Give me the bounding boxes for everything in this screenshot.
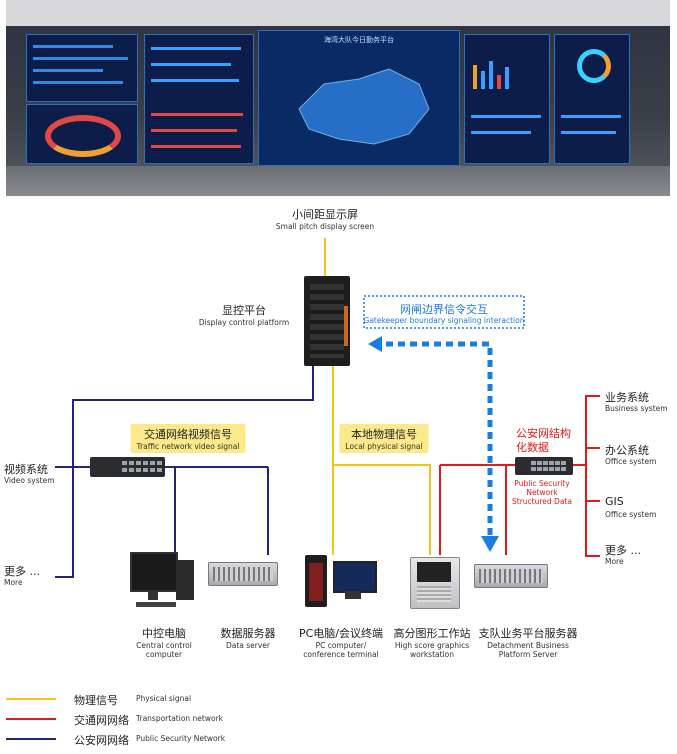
ceiling [6,0,670,26]
gis-label-cn: GIS [605,495,624,508]
physical-signal-lines [332,366,431,555]
wall-panel-map: 海湾大队今日勤务平台 [258,30,460,166]
video-switch [90,457,165,477]
central-control-computer-image [130,552,200,612]
detachment-server-label-cn: 支队业务平台服务器 [478,627,578,640]
pc-terminal-label-en2: conference terminal [303,650,379,659]
pc-terminal-label-en1: PC computer/ [315,641,367,650]
more-left-label-cn: 更多 ... [4,565,40,578]
local-physical-label-cn: 本地物理信号 [350,428,417,441]
business-system-label-cn: 业务系统 [605,391,649,404]
workstation-label-en1: High score graphics [394,641,470,650]
detachment-server-label-en1: Detachment Business [487,641,569,650]
legend: 物理信号 Physical signal 交通网网络 Transportatio… [6,690,306,750]
wall-title: 海湾大队今日勤务平台 [324,36,394,44]
gatekeeper-label-en: Gatekeeper boundary signaling interactio… [363,316,525,325]
traffic-video-tag: 交通网络视频信号 Traffic network video signal [130,424,246,453]
traffic-video-label-cn: 交通网络视频信号 [143,428,232,441]
wall-panel-ring [554,34,630,164]
transport-switch [515,457,573,475]
legend-swatch-transport [6,718,56,720]
more-right-label-cn: 更多 ... [605,544,641,557]
gatekeeper-label-cn: 网闸边界信令交互 [400,303,488,316]
ps-structured-label-cn2: 化数据 [516,441,549,454]
legend-transport-en: Transportation network [136,714,223,723]
gatekeeper-box [363,295,525,329]
central-control-label-en1: Central control [136,641,192,650]
transport-network-lines [439,395,600,557]
ps-structured-label-cn1: 公安网结构 [516,427,571,440]
legend-swatch-physical [6,698,56,700]
central-control-label-en2: computer [145,650,183,659]
display-control-tower [304,276,350,366]
graphics-workstation-image [410,557,460,609]
legend-swatch-security [6,738,56,740]
business-system-label-en: Business system [605,404,668,413]
legend-physical-en: Physical signal [136,694,192,703]
video-system-label-en: Video system [4,476,55,485]
pc-computer-image [305,555,377,610]
control-platform-label-cn: 显控平台 [222,304,266,317]
legend-physical-cn: 物理信号 [74,694,118,707]
detachment-server-image [474,564,548,588]
local-physical-label-en: Local physical signal [345,442,423,451]
display-screen-label-cn: 小间距显示屏 [292,208,358,221]
office-system-label-cn: 办公系统 [605,444,649,457]
desk-row [6,166,670,196]
detachment-server-label-en2: Platform Server [498,650,558,659]
video-system-label-cn: 视频系统 [4,463,48,476]
map-shape [298,68,430,145]
display-wall-photo: 海湾大队今日勤务平台 [6,0,670,196]
more-right-label-en: More [605,557,624,566]
workstation-label-en2: workstation [410,650,454,659]
legend-security-cn: 公安网网络 [74,734,129,747]
central-control-label-cn: 中控电脑 [142,627,186,640]
security-network-lines [55,366,314,578]
ps-structured-label-en2: Network [526,488,558,497]
workstation-label-cn: 高分图形工作站 [393,627,471,640]
more-left-label-en: More [4,578,23,587]
arrow-down-head [481,536,499,552]
gatekeeper-arrows [380,341,493,535]
control-platform-label-en: Display control platform [198,318,290,327]
ps-structured-label-en1: Public Security [514,479,570,488]
data-server-label-en1: Data server [225,641,271,650]
gis-label-en: Office system [605,510,657,519]
wall-panel-bars [464,34,550,164]
traffic-video-label-en: Traffic network video signal [136,442,240,451]
data-server-image [208,562,278,586]
office-system-label-en: Office system [605,457,657,466]
wall-panel-gauge [26,104,138,164]
data-server-label-cn: 数据服务器 [220,627,276,640]
wall-panel [26,34,138,102]
arrow-left-head [368,336,382,352]
legend-transport-cn: 交通网网络 [74,714,129,727]
local-physical-tag: 本地物理信号 Local physical signal [339,424,429,453]
display-screen-label-en: Small pitch display screen [275,222,375,231]
pc-terminal-label-cn: PC电脑/会议终端 [298,627,384,640]
wall-panel-list [144,34,254,164]
legend-security-en: Public Security Network [136,734,226,743]
ps-structured-label-en3: Structured Data [512,497,572,506]
